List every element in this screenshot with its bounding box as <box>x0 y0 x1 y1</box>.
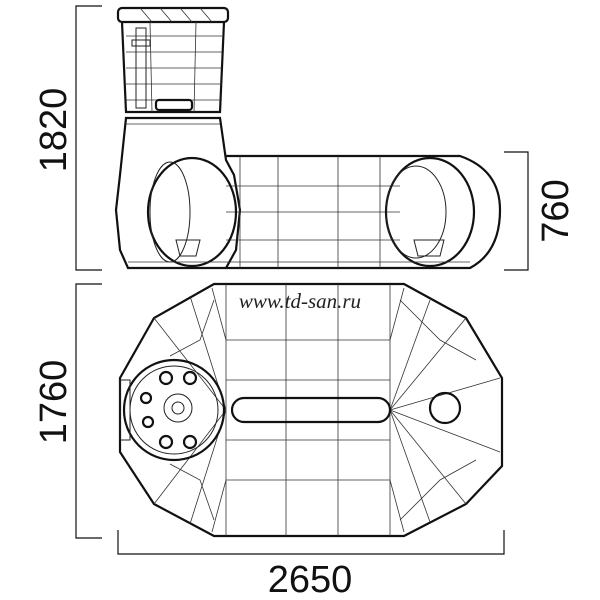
side-view <box>114 6 502 270</box>
riser-neck <box>116 6 230 114</box>
central-slot <box>230 396 392 424</box>
total-height-label: 1820 <box>33 88 75 173</box>
dimension-width: 1760 <box>33 283 102 539</box>
width-label: 1760 <box>33 360 75 445</box>
riser-hatch-top <box>119 358 226 462</box>
top-view: www.td-san.ru <box>118 282 504 538</box>
tank-body-side <box>114 116 502 270</box>
dimension-length: 2650 <box>117 530 505 600</box>
dimension-total-height: 1820 <box>33 5 102 271</box>
body-height-label: 760 <box>535 179 577 242</box>
dimension-body-height: 760 <box>504 151 577 271</box>
website-watermark: www.td-san.ru <box>239 289 361 313</box>
length-label: 2650 <box>268 559 353 600</box>
top-rib-grid <box>153 284 501 536</box>
inspection-hatch <box>428 391 462 425</box>
